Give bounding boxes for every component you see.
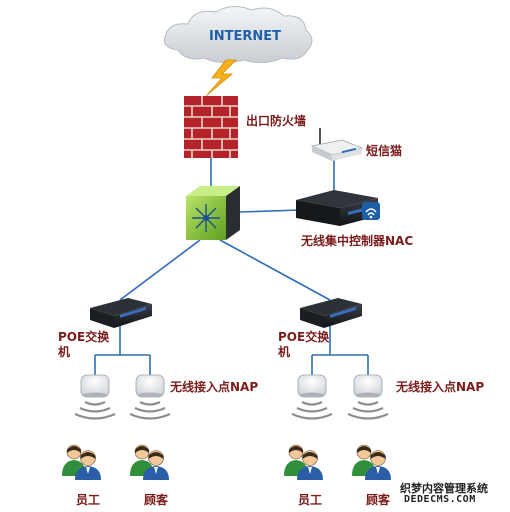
firewall-icon — [184, 96, 238, 158]
right-customer-label: 顾客 — [366, 493, 391, 507]
right-poe-label-line2: 机 — [278, 345, 291, 359]
left-wifi-2-icon — [128, 400, 172, 420]
left-ap-1-icon — [80, 374, 110, 398]
right-ap-2-icon — [353, 374, 383, 398]
right-poe-label-line1: POE交换 — [278, 330, 330, 344]
left-ap-label: 无线接入点NAP — [170, 380, 259, 394]
wlan-controller-label: 无线集中控制器NAC — [301, 234, 414, 248]
left-poe-label-line2: 机 — [58, 345, 71, 359]
right-ap-label: 无线接入点NAP — [396, 380, 485, 394]
left-wifi-1-icon — [73, 400, 117, 420]
watermark-title: 织梦内容管理系统 — [400, 482, 488, 495]
right-customer-user-icon — [351, 444, 392, 481]
internet-cloud-icon: INTERNET — [164, 6, 313, 64]
link-lines — [94, 158, 369, 375]
link-core-controller — [239, 209, 301, 213]
left-ap-2-icon — [135, 374, 165, 398]
link-core-right-poe — [219, 239, 331, 301]
left-customer-user-icon — [129, 444, 170, 481]
left-customer-label: 顾客 — [144, 493, 169, 507]
right-staff-label: 员工 — [298, 493, 323, 507]
watermark-url: DEDECMS.COM — [404, 494, 476, 505]
left-staff-label: 员工 — [76, 493, 101, 507]
lightning-icon — [205, 59, 237, 97]
right-ap-1-icon — [297, 374, 327, 398]
sms-modem-icon — [310, 128, 364, 161]
sms-modem-label: 短信猫 — [366, 144, 403, 158]
link-core-left-poe — [119, 239, 201, 301]
core-switch-icon — [186, 186, 240, 240]
right-wifi-1-icon — [290, 400, 334, 420]
left-poe-label-line1: POE交换 — [58, 330, 110, 344]
right-staff-user-icon — [283, 444, 324, 481]
right-wifi-2-icon — [346, 400, 390, 420]
right-poe-switch-icon — [300, 298, 362, 328]
left-staff-user-icon — [61, 444, 102, 481]
internet-label: INTERNET — [209, 29, 281, 44]
firewall-label: 出口防火墙 — [246, 114, 307, 128]
left-poe-switch-icon — [90, 298, 152, 328]
wlan-controller-icon — [296, 190, 380, 226]
